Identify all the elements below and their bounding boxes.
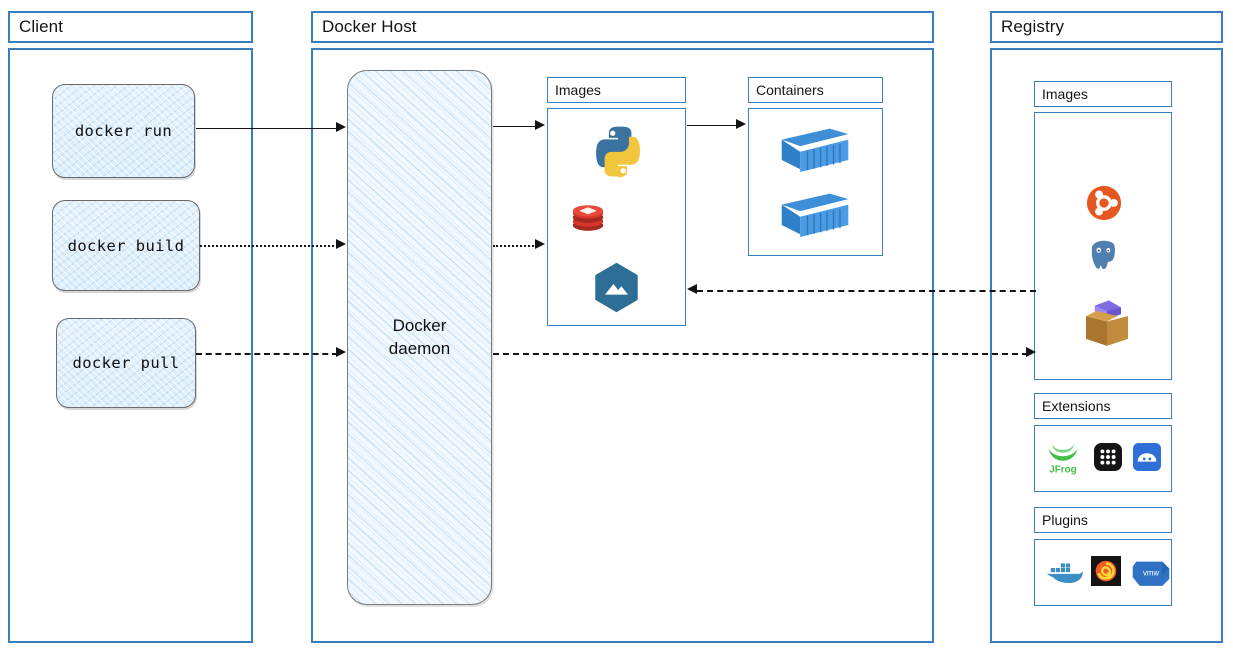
registry-panel-header: Registry: [990, 11, 1223, 43]
edge-images-to-containers: [687, 125, 737, 126]
edge-daemon-to-images: [493, 126, 537, 127]
host-containers-header: Containers: [748, 77, 883, 103]
edge-registry-to-images: [697, 290, 1036, 292]
grid-dots-icon: [1094, 443, 1122, 471]
edge-daemon-to-registry-arrowhead: [1026, 347, 1036, 357]
host-images-body: [547, 108, 686, 326]
shipping-container-icon: [781, 193, 849, 238]
registry-extensions-title: Extensions: [1042, 398, 1111, 414]
client-panel-title: Client: [19, 17, 64, 36]
redis-icon: [572, 205, 604, 231]
registry-plugins-body: vmw: [1034, 539, 1172, 606]
host-containers-body: [748, 108, 883, 256]
svg-text:vmw: vmw: [1143, 568, 1159, 577]
command-docker-pull[interactable]: docker pull: [56, 318, 196, 408]
registry-extensions-header: Extensions: [1034, 393, 1172, 419]
package-box-icon: [1086, 300, 1128, 346]
command-docker-pull-label: docker pull: [72, 354, 180, 372]
edge-run-to-daemon-arrowhead: [336, 122, 346, 132]
edge-pull-to-daemon: [196, 353, 338, 355]
blue-disk-icon: [1133, 443, 1161, 471]
edge-daemon-to-images-arrowhead: [535, 120, 545, 130]
host-images-title: Images: [555, 82, 601, 98]
registry-extensions-body: JFrog: [1034, 425, 1172, 492]
edge-build-to-daemon: [200, 245, 338, 247]
edge-pull-to-daemon-arrowhead: [336, 347, 346, 357]
command-docker-run[interactable]: docker run: [52, 84, 195, 178]
edge-run-to-daemon: [196, 128, 338, 129]
registry-plugins-header: Plugins: [1034, 507, 1172, 533]
edge-daemon-to-registry: [493, 353, 1028, 355]
alpine-hexagon-icon: [595, 262, 638, 313]
vmware-icon: vmw: [1132, 561, 1170, 586]
client-panel-header: Client: [8, 11, 253, 43]
shipping-container-icon: [781, 128, 849, 173]
command-docker-run-label: docker run: [74, 122, 173, 140]
edge-daemon-to-images-dotted: [493, 245, 537, 247]
registry-images-body: [1034, 112, 1172, 380]
edge-registry-to-images-arrowhead: [687, 284, 697, 294]
docker-daemon-label-line2: daemon: [388, 338, 451, 358]
docker-whale-icon: [1046, 563, 1083, 583]
svg-text:JFrog: JFrog: [1049, 464, 1076, 475]
registry-plugins-title: Plugins: [1042, 512, 1088, 528]
command-docker-build[interactable]: docker build: [52, 200, 200, 291]
python-icon: [596, 126, 640, 178]
command-docker-build-label: docker build: [67, 236, 185, 255]
host-containers-title: Containers: [756, 82, 824, 98]
ubuntu-icon: [1086, 185, 1122, 221]
edge-build-to-daemon-arrowhead: [336, 239, 346, 249]
docker-host-panel-title: Docker Host: [322, 17, 417, 36]
edge-images-to-containers-arrowhead: [736, 119, 746, 129]
docker-host-panel-header: Docker Host: [311, 11, 934, 43]
edge-daemon-to-images-dotted-arrowhead: [535, 239, 545, 249]
docker-daemon-label-line1: Docker: [392, 316, 447, 336]
registry-images-header: Images: [1034, 81, 1172, 107]
grafana-icon: [1091, 556, 1121, 586]
postgresql-icon: [1091, 240, 1115, 270]
host-images-header: Images: [547, 77, 686, 103]
registry-images-title: Images: [1042, 86, 1088, 102]
registry-panel-title: Registry: [1001, 17, 1065, 36]
jfrog-icon: JFrog: [1048, 443, 1078, 475]
